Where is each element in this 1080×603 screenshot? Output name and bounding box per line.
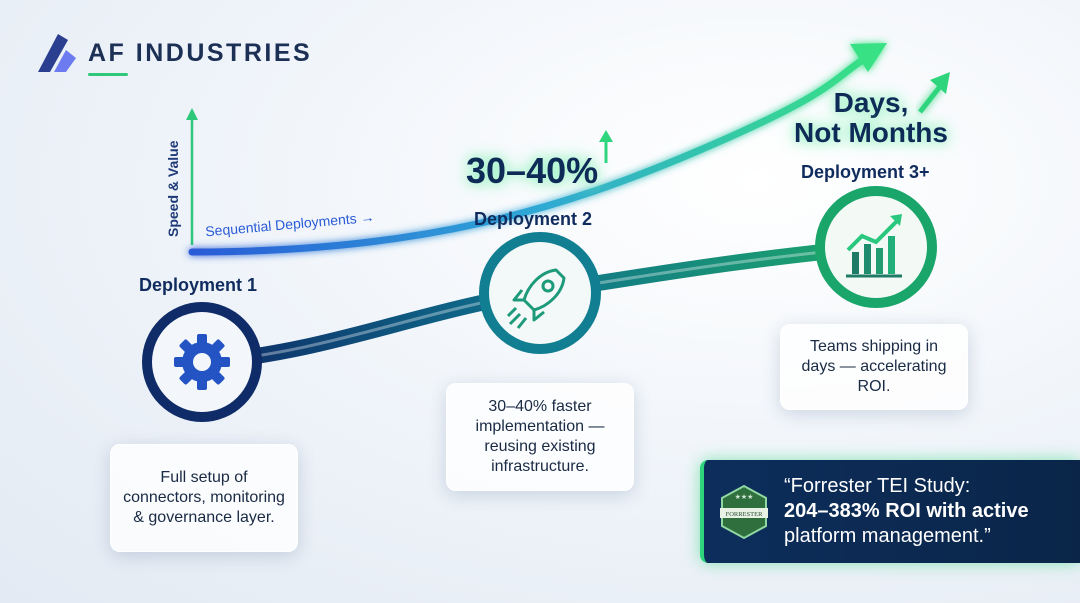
deployment-1-card: Full setup of connectors, monitoring & g…: [110, 444, 298, 552]
y-axis-label: Speed & Value: [165, 140, 181, 237]
brand-underline: [88, 73, 128, 76]
growth-chart-icon: [846, 214, 902, 278]
deployment-3-description: Teams shipping in days — accelerating RO…: [801, 338, 947, 395]
y-axis-arrow: [186, 108, 198, 120]
days-line-1: Days,: [833, 87, 909, 118]
rocket-icon: [506, 268, 566, 329]
forrester-badge: ★★★ FORRESTER: [704, 484, 784, 540]
quote-line-1: “Forrester TEI Study:: [784, 475, 971, 497]
growth-curve-arrowhead: [850, 43, 887, 72]
forrester-quote: ★★★ FORRESTER “Forrester TEI Study: 204–…: [700, 460, 1080, 563]
deployment-3-title: Deployment 3+: [801, 162, 930, 182]
deployment-2-title: Deployment 2: [474, 209, 593, 229]
days-line-2: Not Months: [794, 117, 948, 148]
growth-curve: [188, 51, 874, 256]
quote-line-2: 204–383% ROI with active: [784, 500, 1029, 522]
brand-name: AF INDUSTRIES: [88, 38, 313, 67]
deployment-2-description: 30–40% faster implementation — reusing e…: [475, 398, 605, 475]
days-up-arrow: [930, 72, 950, 94]
quote-text: “Forrester TEI Study: 204–383% ROI with …: [784, 474, 1029, 549]
speed-stat: 30–40%: [466, 150, 599, 191]
deployment-1-title: Deployment 1: [139, 275, 258, 295]
stat-up-arrow: [599, 130, 613, 142]
gear-icon: [174, 334, 230, 390]
deployment-3-node: [815, 186, 937, 308]
deployment-1-description: Full setup of connectors, monitoring & g…: [123, 469, 285, 526]
deployment-2-card: 30–40% faster implementation — reusing e…: [446, 383, 634, 491]
quote-line-3: platform management.”: [784, 525, 991, 547]
svg-text:FORRESTER: FORRESTER: [726, 511, 764, 518]
af-logo-icon: [38, 34, 76, 72]
deployment-3-card: Teams shipping in days — accelerating RO…: [780, 324, 968, 410]
days-highlight: Days, Not Months: [786, 88, 956, 148]
brand-logo: AF INDUSTRIES: [36, 32, 312, 74]
deployment-2-node: [479, 232, 601, 354]
deployment-1-node: [142, 302, 262, 422]
svg-text:★★★: ★★★: [735, 493, 754, 501]
forrester-badge-icon: ★★★ FORRESTER: [720, 484, 768, 539]
